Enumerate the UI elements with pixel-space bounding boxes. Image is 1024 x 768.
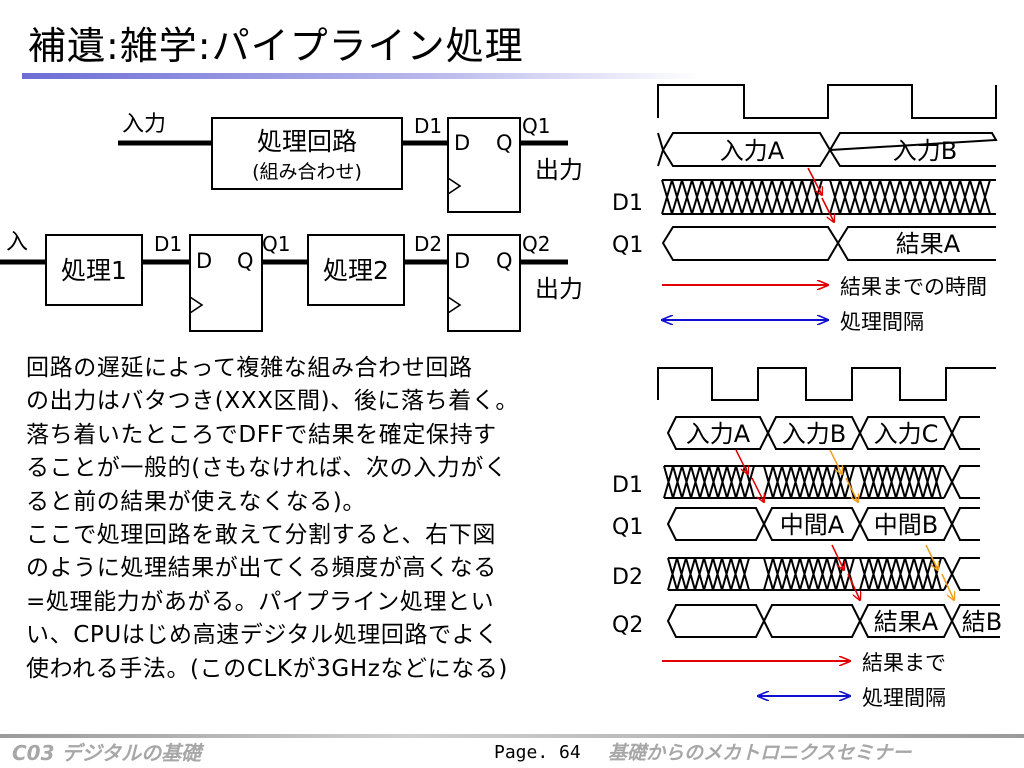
top-block-subtitle: (組み合わせ) xyxy=(252,161,362,183)
bottom-proc2-block xyxy=(307,234,405,306)
bottom-delay-arrow-5 xyxy=(831,544,844,570)
body-line: =処理能力があがる。パイプライン処理とい xyxy=(26,588,495,615)
top-q1-left xyxy=(661,226,840,261)
top-dff-q-label: Q xyxy=(496,131,513,155)
bottom-d1-hatch xyxy=(663,465,980,499)
top-logic-block xyxy=(211,117,403,190)
bottom-bus-input-a-label: 入力A xyxy=(686,420,751,448)
footer-course: C03 デジタルの基礎 xyxy=(12,741,202,765)
bottom-dff2-d-label: D xyxy=(454,249,470,273)
bottom-legend-blue-label: 処理間隔 xyxy=(862,686,946,710)
top-delay-arrow-1 xyxy=(807,167,822,195)
body-line: ると前の結果が使えなくなる)。 xyxy=(26,488,366,515)
top-q1-right xyxy=(837,226,996,261)
bottom-delay-arrow-3 xyxy=(829,449,842,474)
bottom-input-label: 入 xyxy=(6,230,28,255)
bottom-dff2-clock-icon xyxy=(447,296,462,314)
bottom-proc2-label: 処理2 xyxy=(323,256,389,285)
bottom-delay-arrow-1 xyxy=(735,449,748,474)
bottom-output-label: 出力 xyxy=(535,275,583,303)
top-d1-label: D1 xyxy=(414,114,442,138)
bottom-timing xyxy=(657,367,1000,638)
bottom-delay-arrow-2 xyxy=(751,477,764,502)
bottom-proc1-label: 処理1 xyxy=(61,256,127,285)
bottom-dff2 xyxy=(447,234,521,332)
bottom-bus-input-b-label: 入力B xyxy=(782,420,846,448)
bottom-q1-mid-a-label: 中間A xyxy=(780,511,845,539)
body-line: 使われる手法。(このCLKが3GHzなどになる) xyxy=(26,655,508,682)
bottom-delay-arrow-7 xyxy=(925,544,938,570)
bottom-q2-res-b-label: 結B xyxy=(962,608,1002,636)
body-line: の出力はバタつき(XXX区間)、後に落ち着く。 xyxy=(26,388,520,415)
body-line: い、CPUはじめ高速デジタル処理回路でよく xyxy=(26,622,499,649)
bottom-q1-tail xyxy=(951,507,980,541)
bottom-dff1 xyxy=(189,234,263,332)
top-delay-arrow-2 xyxy=(821,197,834,222)
top-output-label: 出力 xyxy=(535,156,583,184)
bottom-timing-row-d2: D2 xyxy=(612,565,643,590)
bottom-d2-hatch xyxy=(667,557,980,591)
top-bus-input-a-label: 入力A xyxy=(720,137,785,165)
footer-page-number: Page. 64 xyxy=(494,742,581,763)
bottom-q2-seg0 xyxy=(666,604,766,638)
top-d1-hatch xyxy=(661,179,996,215)
bottom-q1-label: Q1 xyxy=(262,232,290,256)
top-timing xyxy=(657,84,998,261)
bottom-d2-label: D2 xyxy=(414,232,442,256)
slide-title: 補遺:雑学:パイプライン処理 xyxy=(28,24,524,68)
body-line: のように処理結果が出てくる頻度が高くなる xyxy=(26,555,497,582)
bottom-timing-row-q2: Q2 xyxy=(612,613,643,638)
bottom-bus-input-c-label: 入力C xyxy=(874,420,939,448)
top-q1-label: Q1 xyxy=(522,114,550,138)
bottom-q2-seg1 xyxy=(762,604,862,638)
top-circuit xyxy=(118,117,568,213)
top-bus-input-b-lower xyxy=(829,149,996,167)
bottom-circuit xyxy=(0,234,568,332)
bottom-q1-seg0 xyxy=(666,507,766,541)
top-dff-d-label: D xyxy=(454,131,470,155)
bottom-bus-tail xyxy=(951,416,980,450)
bottom-delay-arrow-4 xyxy=(845,477,858,502)
top-input-label: 入力 xyxy=(122,112,166,137)
footer-seminar-name: 基礎からのメカトロニクスセミナー xyxy=(608,742,912,764)
top-dff-clock-icon xyxy=(447,177,462,195)
bottom-q1-mid-b-label: 中間B xyxy=(874,511,938,539)
top-q1-result-label: 結果A xyxy=(896,230,961,258)
top-legend-blue-label: 処理間隔 xyxy=(840,310,924,334)
bottom-dff1-clock-icon xyxy=(189,296,204,314)
bottom-q2-label: Q2 xyxy=(522,232,550,256)
top-bus-left-upper xyxy=(657,132,664,151)
bottom-dff2-q-label: Q xyxy=(496,249,513,273)
body-line: 落ち着いたところでDFFで結果を確定保持す xyxy=(26,421,497,448)
top-timing-row-q1: Q1 xyxy=(612,233,643,258)
top-bus-left-lower xyxy=(657,149,664,167)
bottom-dff1-q-label: Q xyxy=(237,249,254,273)
bottom-proc1-block xyxy=(45,234,143,306)
bottom-clock-wave xyxy=(657,367,996,401)
bottom-timing-row-d1: D1 xyxy=(612,473,643,498)
bottom-d1-label: D1 xyxy=(154,232,182,256)
bottom-q2-res-a-label: 結果A xyxy=(874,608,939,636)
bottom-delay-arrow-6 xyxy=(847,573,860,600)
bottom-legend-red-label: 結果まで xyxy=(862,651,946,675)
bottom-dff1-d-label: D xyxy=(196,249,212,273)
body-line: ここで処理回路を敢えて分割すると、右下図 xyxy=(26,522,496,549)
bottom-delay-arrow-8 xyxy=(941,573,954,600)
body-line: 回路の遅延によって複雑な組み合わせ回路 xyxy=(26,355,473,381)
top-block-title: 処理回路 xyxy=(257,127,357,156)
top-legend-red-label: 結果までの時間 xyxy=(840,275,987,299)
top-timing-row-d1: D1 xyxy=(612,191,643,216)
body-text: 回路の遅延によって複雑な組み合わせ回路 の出力はバタつき(XXX区間)、後に落ち… xyxy=(26,352,586,686)
top-dff xyxy=(447,117,521,213)
footer-rule xyxy=(0,734,1024,738)
body-line: ることが一般的(さもなければ、次の入力がく xyxy=(26,455,508,482)
bottom-timing-row-q1: Q1 xyxy=(612,515,643,540)
top-clock-wave xyxy=(657,84,997,119)
top-bus-input-b-label: 入力B xyxy=(893,137,957,165)
top-bus-input-b xyxy=(828,132,998,152)
title-underline xyxy=(22,73,700,79)
bottom-q2-res-b xyxy=(951,604,1000,638)
